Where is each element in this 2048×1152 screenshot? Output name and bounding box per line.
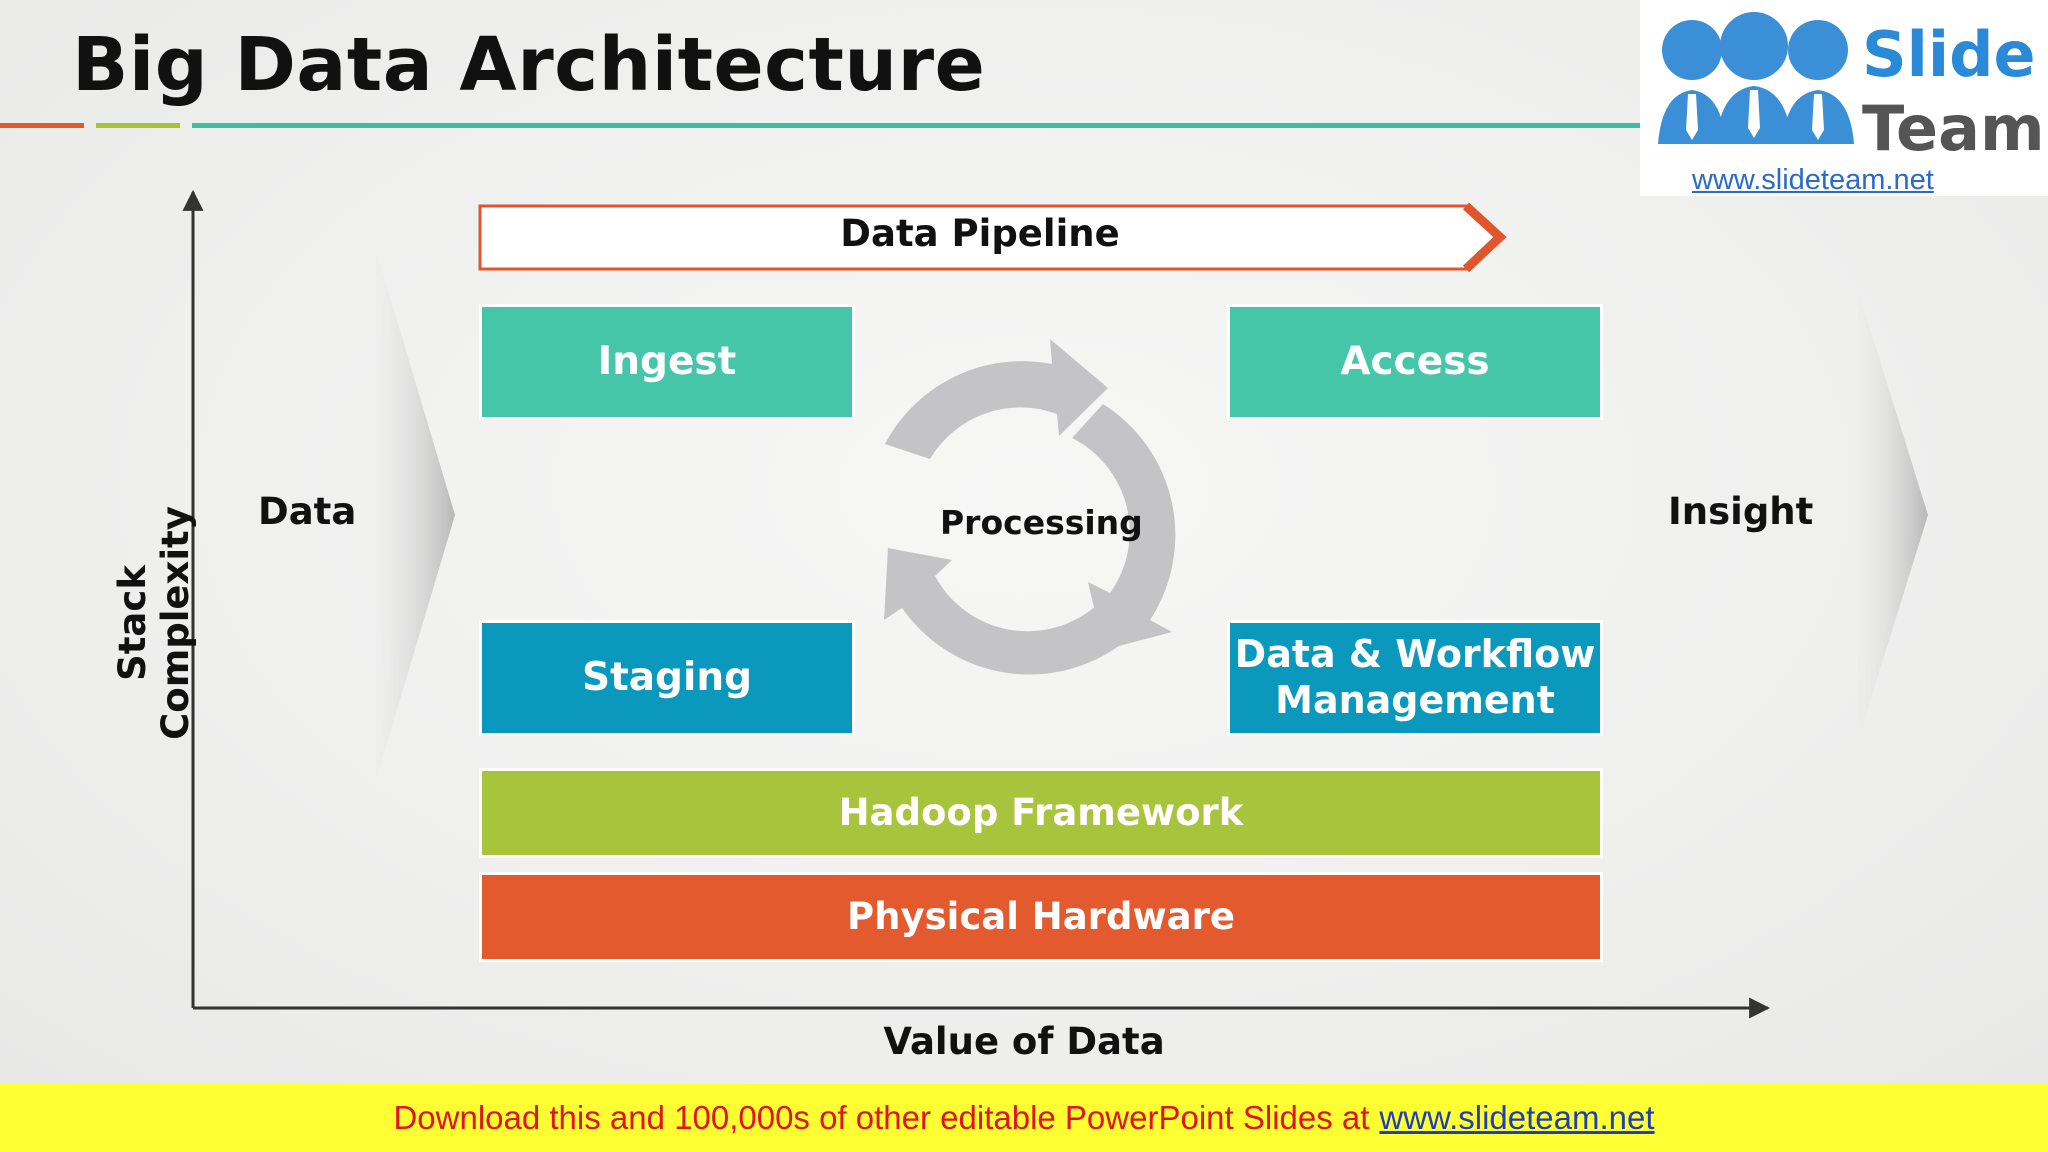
y-axis-label: Stack Complexity <box>111 506 197 740</box>
logo-slide-text: Slide <box>1862 18 2036 91</box>
footer-text: Download this and 100,000s of other edit… <box>393 1099 1370 1136</box>
processing-cycle-icon <box>884 339 1176 675</box>
footer-url-link[interactable]: www.slideteam.net <box>1379 1099 1655 1136</box>
x-axis-label: Value of Data <box>883 1020 1165 1063</box>
workflow-management-box: Data & Workflow Management <box>1227 620 1603 736</box>
slide-title: Big Data Architecture <box>72 22 986 108</box>
architecture-diagram <box>182 189 1928 1019</box>
ingest-box: Ingest <box>479 304 855 420</box>
right-chevron-shape <box>1858 290 1928 740</box>
processing-label: Processing <box>940 503 1143 542</box>
data-label: Data <box>258 490 357 533</box>
pipeline-label: Data Pipeline <box>840 212 1120 255</box>
access-box: Access <box>1227 304 1603 420</box>
workflow-line1: Data & Workflow <box>1234 632 1596 677</box>
insight-label: Insight <box>1668 490 1814 533</box>
workflow-line2: Management <box>1275 678 1555 722</box>
physical-hardware-bar: Physical Hardware <box>479 872 1603 962</box>
title-rule-orange <box>0 123 84 128</box>
title-rule-green <box>96 123 180 128</box>
pipeline-arrow-head <box>1462 202 1507 273</box>
logo-team-text: Team <box>1862 92 2045 165</box>
logo-url-link[interactable]: www.slideteam.net <box>1692 164 1934 196</box>
hadoop-framework-bar: Hadoop Framework <box>479 768 1603 858</box>
left-chevron-shape <box>376 250 455 780</box>
footer-banner: Download this and 100,000s of other edit… <box>0 1084 2048 1152</box>
people-icon <box>1658 12 1854 144</box>
title-rule-teal <box>192 123 1642 128</box>
staging-box: Staging <box>479 620 855 736</box>
slideteam-logo[interactable]: Slide Team www.slideteam.net <box>1640 0 2048 196</box>
